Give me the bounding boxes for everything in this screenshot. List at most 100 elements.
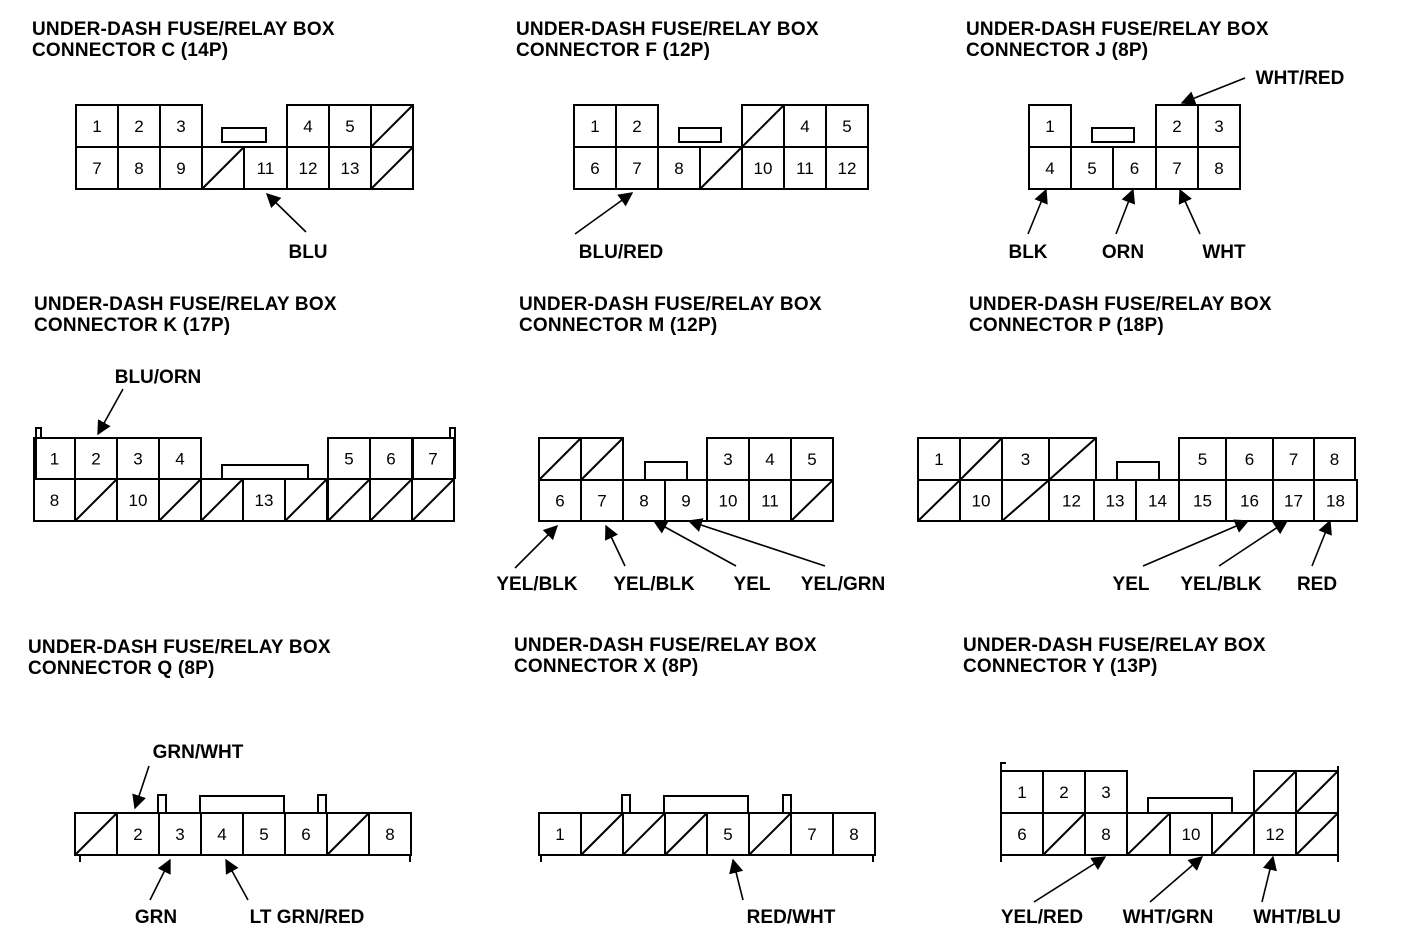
connector-f-title: UNDER-DASH FUSE/RELAY BOX CONNECTOR F (1… [516, 19, 819, 61]
y-pin-1: 1 [1017, 783, 1026, 802]
j-wire-label-1: BLK [1008, 242, 1047, 263]
x-pin-1: 1 [555, 825, 564, 844]
y-pin-8: 8 [1101, 825, 1110, 844]
j-pin-5: 5 [1087, 159, 1096, 178]
p-arrow-red [1311, 519, 1332, 567]
m-arrow-yel [652, 520, 737, 567]
c-wire-label-0: BLU [288, 242, 327, 263]
y-pin-3: 3 [1101, 783, 1110, 802]
f-arrow-blu-red [574, 192, 634, 235]
x-lock-tab [663, 795, 749, 814]
m-pin-7: 7 [597, 492, 606, 511]
p-arrow-yel [1142, 519, 1250, 567]
connector-m-title-line2: CONNECTOR M (12P) [519, 315, 718, 336]
m-unused-cavity [580, 437, 624, 481]
connector-y-title-line2: CONNECTOR Y (13P) [963, 656, 1158, 677]
j-pin-7: 7 [1172, 159, 1181, 178]
connector-c-title-line2: CONNECTOR C (14P) [32, 40, 229, 61]
connector-p-title: UNDER-DASH FUSE/RELAY BOX CONNECTOR P (1… [969, 294, 1272, 336]
y-pin-10: 10 [1182, 825, 1201, 844]
y-arrow-wht-blu [1261, 855, 1277, 903]
k-pin-13: 13 [255, 491, 274, 510]
p-pin-17: 17 [1284, 492, 1303, 511]
j-lock-tab [1091, 127, 1135, 143]
f-lock-tab [678, 127, 722, 143]
q-pin-8: 8 [385, 825, 394, 844]
m-pin-10: 10 [719, 492, 738, 511]
c-pin-9: 9 [176, 159, 185, 178]
f-pin-7: 7 [632, 159, 641, 178]
q-latch-right [317, 794, 327, 814]
p-unused-cavity [959, 437, 1003, 481]
j-cell-bottom-4 [1197, 146, 1241, 190]
p-pin-1: 1 [934, 450, 943, 469]
connector-f-title-line1: UNDER-DASH FUSE/RELAY BOX [516, 19, 819, 40]
m-arrow-yel-grn [687, 518, 826, 567]
p-pin-15: 15 [1193, 492, 1212, 511]
f-pin-10: 10 [754, 159, 773, 178]
p-wire-label-2: RED [1297, 574, 1337, 595]
m-cell-bottom-6 [790, 479, 834, 522]
j-arrow-blk [1027, 188, 1048, 235]
f-wire-label-0: BLU/RED [579, 242, 663, 263]
p-pin-6: 6 [1245, 450, 1254, 469]
p-pin-8: 8 [1330, 450, 1339, 469]
connector-y-title: UNDER-DASH FUSE/RELAY BOX CONNECTOR Y (1… [963, 635, 1266, 677]
j-pin-4: 4 [1045, 159, 1054, 178]
c-lock-tab [221, 127, 267, 143]
m-pin-9: 9 [681, 492, 690, 511]
k-arrow-blu-orn [97, 388, 124, 436]
k-unused-cavity [74, 478, 118, 522]
k-pin-10: 10 [129, 491, 148, 510]
connector-m-title-line1: UNDER-DASH FUSE/RELAY BOX [519, 294, 822, 315]
y-unused-cavity [1253, 770, 1297, 814]
x-unused-cavity [580, 812, 624, 856]
y-unused-cavity [1211, 812, 1255, 856]
connector-f-title-line2: CONNECTOR F (12P) [516, 40, 711, 61]
p-lock-tab [1116, 461, 1160, 481]
c-pin-13: 13 [341, 159, 360, 178]
x-cell-bottom-7 [832, 812, 876, 856]
k-pin-6: 6 [386, 450, 395, 469]
q-wire-label-0: GRN/WHT [153, 742, 244, 763]
m-arrow-yel-blk-2 [605, 524, 626, 567]
y-wire-label-1: WHT/GRN [1123, 907, 1214, 928]
m-pin-3: 3 [723, 450, 732, 469]
f-cell-bottom-6 [825, 146, 869, 190]
k-unused-cavity [327, 478, 371, 522]
f-pin-5: 5 [842, 117, 851, 136]
q-lock-tab [199, 795, 285, 814]
connector-j-title-line1: UNDER-DASH FUSE/RELAY BOX [966, 19, 1269, 40]
p-wire-label-0: YEL [1113, 574, 1150, 595]
q-arrow-grn [149, 858, 171, 901]
m-pin-5: 5 [807, 450, 816, 469]
j-pin-6: 6 [1130, 159, 1139, 178]
y-wire-label-0: YEL/RED [1001, 907, 1083, 928]
p-unused-cavity [917, 479, 961, 522]
j-wire-label-3: WHT [1202, 242, 1246, 263]
y-arrow-yel-red [1033, 856, 1107, 903]
p-pin-10: 10 [972, 492, 991, 511]
m-wire-label-2: YEL [734, 574, 771, 595]
j-arrow-orn [1115, 188, 1136, 235]
p-pin-3: 3 [1021, 450, 1030, 469]
x-unused-cavity [664, 812, 708, 856]
connector-m-title: UNDER-DASH FUSE/RELAY BOX CONNECTOR M (1… [519, 294, 822, 336]
p-pin-14: 14 [1148, 492, 1167, 511]
f-pin-2: 2 [632, 117, 641, 136]
f-unused-cavity [741, 104, 785, 148]
y-unused-cavity [1295, 770, 1339, 814]
k-pin-8: 8 [50, 491, 59, 510]
j-pin-8: 8 [1214, 159, 1223, 178]
m-wire-label-0: YEL/BLK [496, 574, 578, 595]
k-unused-cavity [158, 478, 202, 522]
c-pin-5: 5 [345, 117, 354, 136]
c-unused-cavity [201, 146, 245, 190]
c-arrow-blu [265, 192, 307, 233]
f-pin-8: 8 [674, 159, 683, 178]
x-pin-5: 5 [723, 825, 732, 844]
q-pin-4: 4 [217, 825, 226, 844]
k-pin-5: 5 [344, 450, 353, 469]
p-pin-18: 18 [1326, 492, 1345, 511]
j-pin-2: 2 [1172, 117, 1181, 136]
